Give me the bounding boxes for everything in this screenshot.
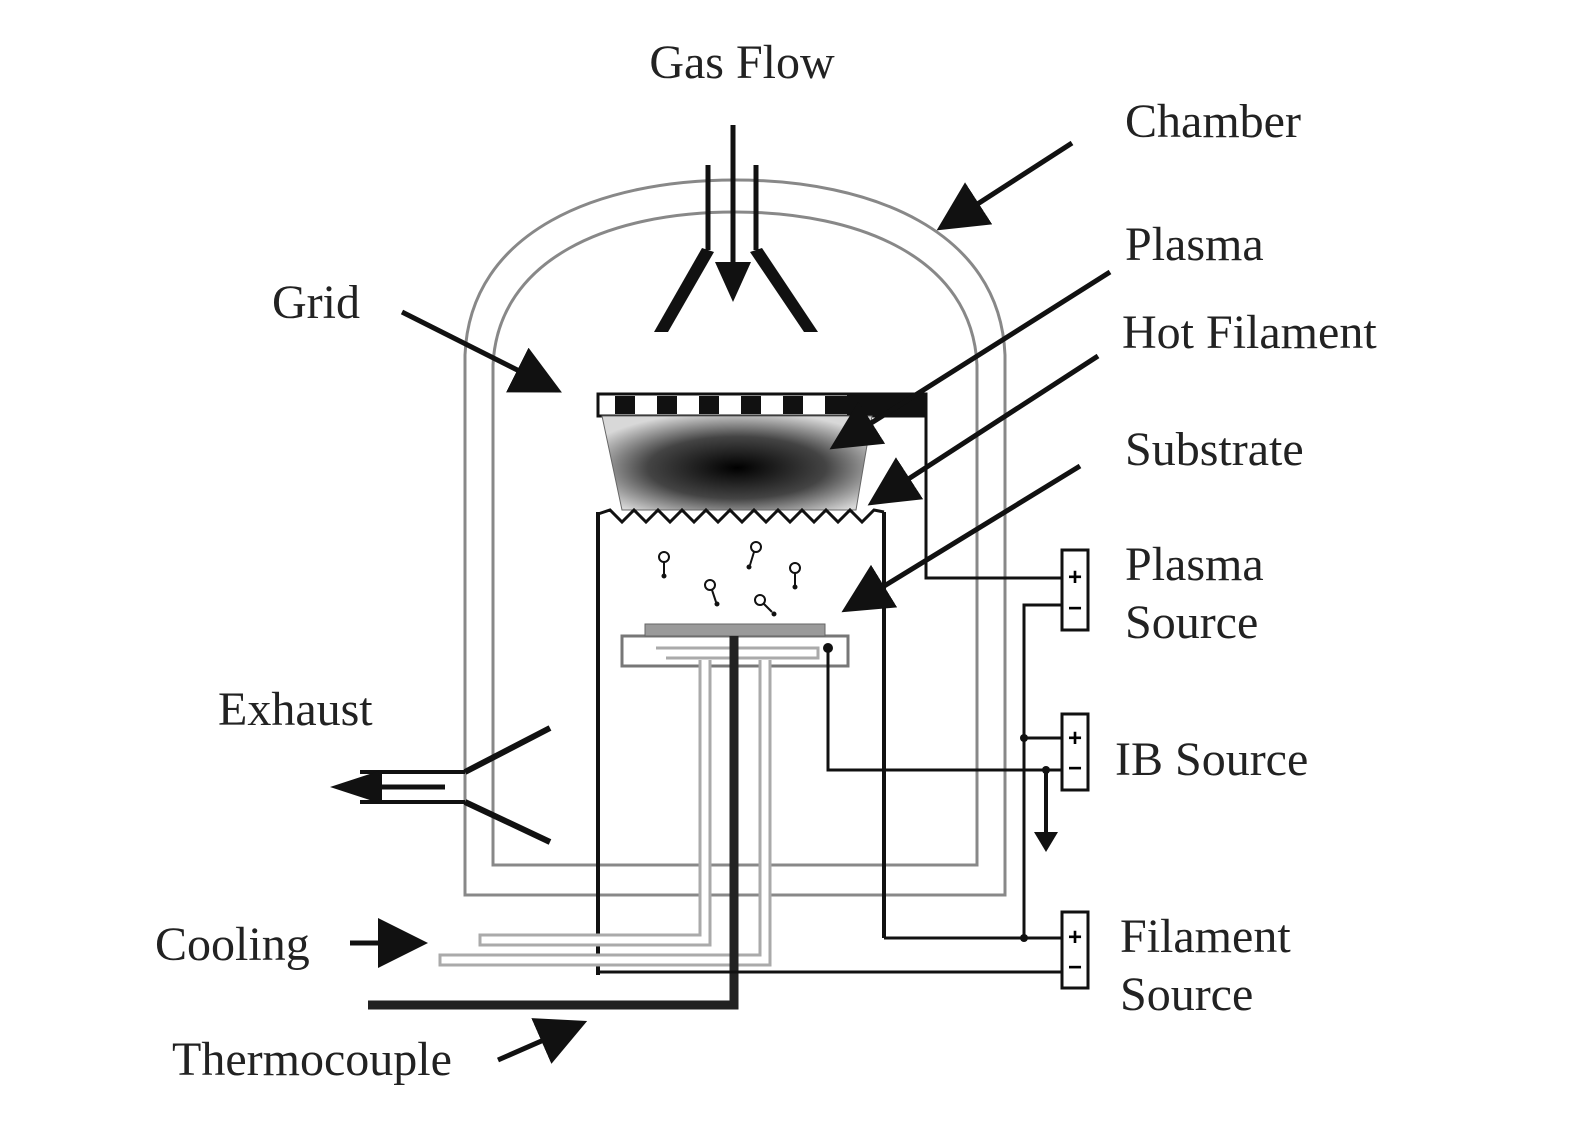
leader-arrows bbox=[350, 140, 1112, 1064]
gas-inlet bbox=[654, 125, 818, 332]
plasma-power-supply: + − bbox=[1060, 548, 1090, 632]
label-filament-source-line2: Source bbox=[1120, 968, 1253, 1021]
label-plasma: Plasma bbox=[1125, 218, 1264, 271]
hot-filament-wire bbox=[597, 507, 885, 525]
ib-supply-negative: − bbox=[1068, 755, 1082, 782]
plasma-supply-positive: + bbox=[1068, 564, 1082, 591]
wiring bbox=[598, 394, 1062, 974]
filament-power-supply: + − bbox=[1060, 910, 1090, 990]
filament-supply-positive: + bbox=[1068, 924, 1082, 951]
exhaust-port bbox=[330, 725, 552, 845]
ground-arrow bbox=[1034, 832, 1058, 852]
label-cooling: Cooling bbox=[155, 918, 310, 971]
label-hot-filament: Hot Filament bbox=[1122, 306, 1377, 359]
ib-power-supply: + − bbox=[1060, 712, 1090, 792]
plasma-supply-negative: − bbox=[1068, 595, 1082, 622]
label-plasma-source-line2: Source bbox=[1125, 596, 1258, 649]
label-substrate: Substrate bbox=[1125, 423, 1304, 476]
junction-dot bbox=[1020, 734, 1028, 742]
label-plasma-source-line1: Plasma bbox=[1125, 538, 1264, 591]
label-filament-source-line1: Filament bbox=[1120, 910, 1291, 963]
ib-supply-positive: + bbox=[1068, 725, 1082, 752]
plasma-glow bbox=[601, 415, 873, 511]
label-ib-source: IB Source bbox=[1115, 733, 1308, 786]
filament-supply-negative: − bbox=[1068, 954, 1082, 981]
label-gas-flow: Gas Flow bbox=[649, 36, 835, 89]
ion-particles bbox=[658, 541, 801, 617]
grid-plate bbox=[596, 392, 928, 418]
label-grid: Grid bbox=[272, 276, 360, 329]
junction-dot bbox=[1042, 766, 1050, 774]
junction-dot bbox=[1020, 934, 1028, 942]
label-exhaust: Exhaust bbox=[218, 683, 373, 736]
label-chamber: Chamber bbox=[1125, 95, 1301, 148]
label-thermocouple: Thermocouple bbox=[172, 1033, 452, 1086]
substrate-holder bbox=[368, 623, 850, 1010]
